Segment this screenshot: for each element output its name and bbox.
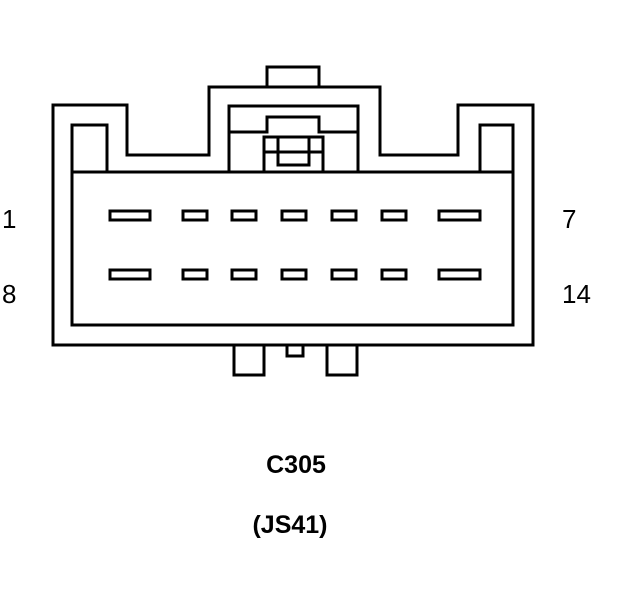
pin-cavity-14: [437, 268, 482, 281]
connector-code: (JS41): [252, 511, 327, 539]
bottom-key-right: [325, 343, 359, 377]
pin-cavity-3: [230, 209, 258, 222]
pin-cavity-1: [108, 209, 152, 222]
pin-label-1: 1: [2, 204, 16, 234]
pin-cavity-4: [280, 209, 308, 222]
pin-cavity-9: [181, 268, 209, 281]
pin-cavity-7: [437, 209, 482, 222]
bottom-key-center: [285, 343, 305, 358]
pin-cavity-11: [280, 268, 308, 281]
pin-cavity-8: [108, 268, 152, 281]
latch-arm-outer: [229, 115, 358, 134]
pin-cavity-6: [380, 209, 408, 222]
pin-cavity-13: [380, 268, 408, 281]
pin-cavity-10: [230, 268, 258, 281]
pin-cavity-5: [330, 209, 358, 222]
pin-label-7: 7: [562, 204, 576, 234]
pin-cavity-2: [181, 209, 209, 222]
latch-arm-inner: [262, 135, 325, 172]
latch-tab: [265, 65, 321, 89]
connector-name: C305: [266, 451, 326, 479]
pin-cavities: [108, 209, 482, 281]
pin-label-14: 14: [562, 279, 591, 309]
pin-label-8: 8: [2, 279, 16, 309]
bottom-key-left: [232, 343, 266, 377]
pin-cavity-12: [330, 268, 358, 281]
